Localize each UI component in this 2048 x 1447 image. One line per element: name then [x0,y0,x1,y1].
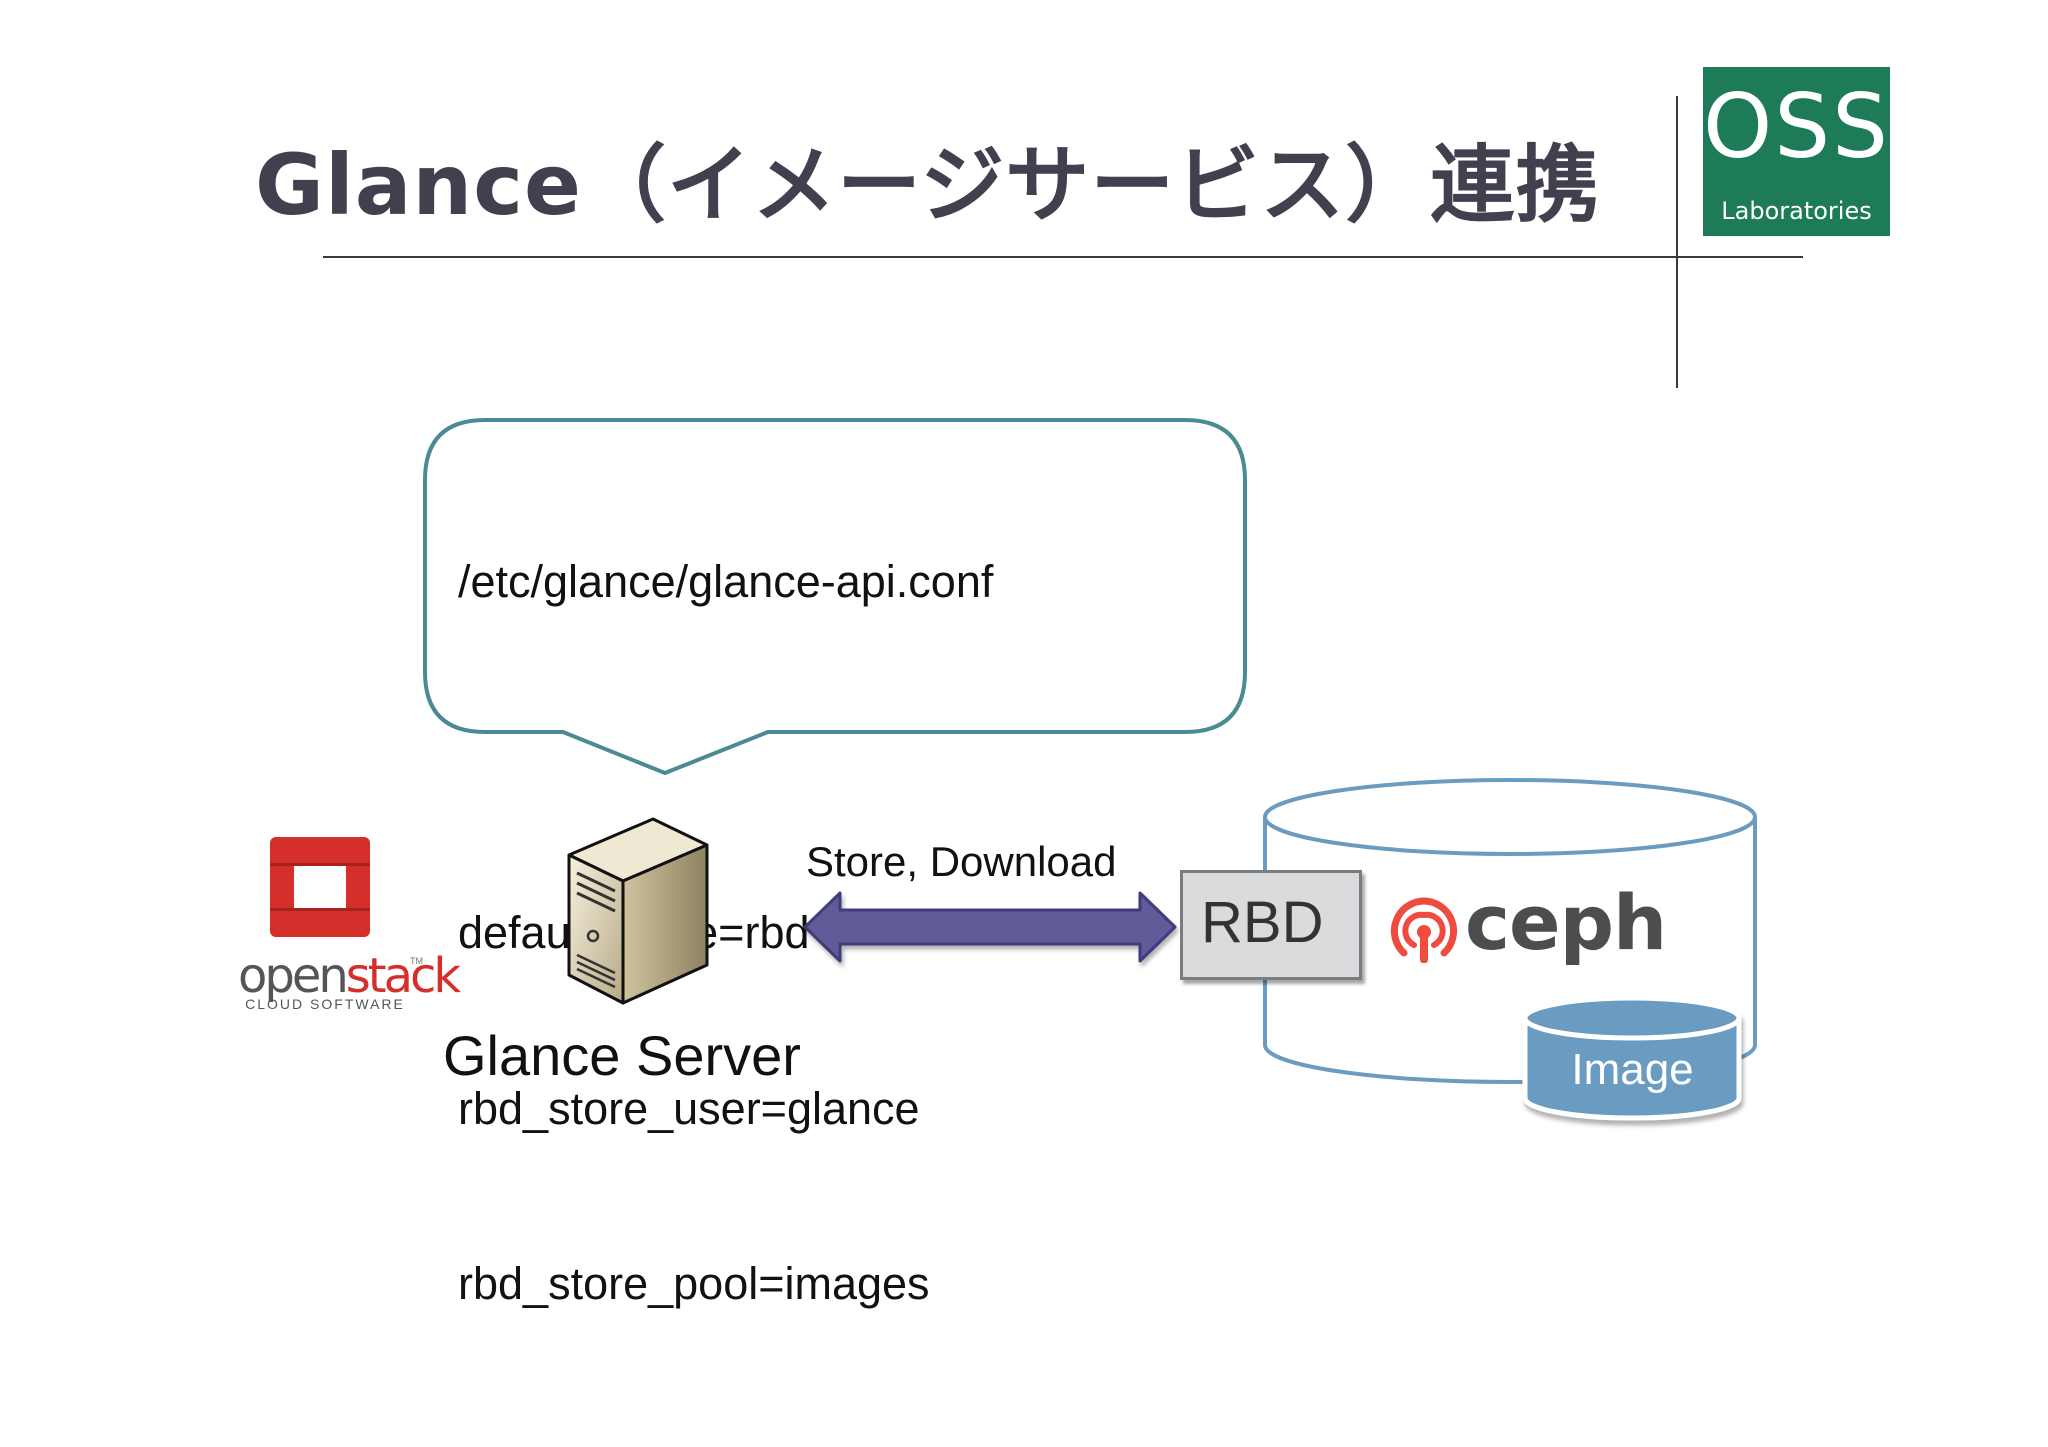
ceph-logo-icon [1390,897,1458,963]
openstack-trademark: TM [410,956,423,966]
config-file-path: /etc/glance/glance-api.conf [458,556,994,607]
openstack-word-stack: stack [345,948,461,1004]
logo-sub-text: Laboratories [1721,197,1872,225]
glance-server-label: Glance Server [443,1024,801,1087]
oss-laboratories-logo: OSS Laboratories [1703,67,1890,236]
slide-title: Glance（イメージサービス）連携 [255,136,1601,234]
title-vertical-divider [1676,96,1678,388]
logo-main-text: OSS [1703,75,1890,178]
openstack-subtitle: CLOUD SOFTWARE [245,996,405,1012]
config-store-pool: rbd_store_pool=images [458,1258,930,1309]
server-tower-icon [567,817,709,1005]
callout-config-text: /etc/glance/glance-api.conf default_stor… [458,436,993,1372]
arrow-label: Store, Download [806,838,1117,885]
config-store-user: rbd_store_user=glance [458,1082,920,1134]
openstack-logo-icon [270,837,370,937]
ceph-wordmark: ceph [1465,878,1667,967]
rbd-box: RBD [1180,870,1362,980]
rbd-label: RBD [1201,890,1324,955]
openstack-wordmark: openstack [238,948,461,1004]
title-divider [323,256,1803,258]
openstack-word-open: open [238,948,349,1004]
image-pool-label: Image [1571,1045,1694,1094]
